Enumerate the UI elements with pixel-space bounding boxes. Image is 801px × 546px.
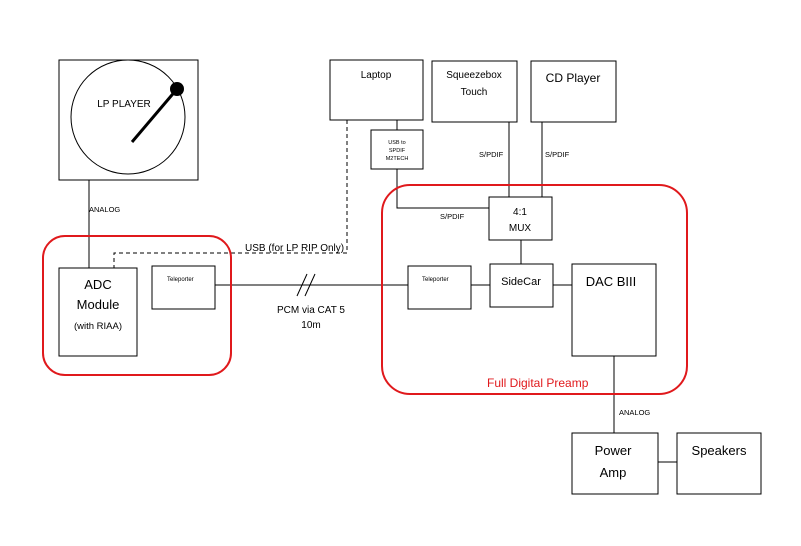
turntable-platter [70, 59, 186, 175]
mux-label-line1: 4:1 [513, 207, 527, 218]
spdif-cd-label: S/PDIF [545, 150, 570, 159]
sidecar-label: SideCar [501, 276, 541, 288]
cd-player-box: CD Player [530, 60, 617, 123]
converter-label-line2: SPDIF [389, 148, 406, 154]
cable-break-mark-1 [296, 273, 308, 297]
speakers-label: Speakers [692, 443, 747, 458]
power-amp-label-line2: Amp [600, 465, 627, 480]
converter-label-line3: M2TECH [386, 156, 409, 162]
analog-dac-label: ANALOG [619, 408, 650, 417]
lp-player-label: LP PLAYER [97, 99, 151, 110]
converter-to-mux-wire [396, 169, 489, 209]
adc-label-line1: ADC [84, 277, 111, 292]
sidecar-box: SideCar [489, 263, 554, 308]
usb-rip-label: USB (for LP RIP Only) [245, 243, 344, 254]
full-digital-preamp-label: Full Digital Preamp [487, 376, 589, 390]
power-amp-label-line1: Power [595, 443, 633, 458]
teleporter-right-label: Teleporter [422, 277, 449, 283]
adc-module-box: ADC Module (with RIAA) [58, 267, 138, 357]
teleporter-left-box: Teleporter [151, 265, 216, 310]
laptop-label: Laptop [361, 70, 392, 81]
spdif-laptop-label: S/PDIF [440, 212, 465, 221]
spdif-squeezebox-label: S/PDIF [479, 150, 504, 159]
usb-spdif-converter-box: USB to SPDIF M2TECH [370, 129, 424, 170]
tonearm-pivot [170, 82, 184, 96]
pcm-length-label: 10m [301, 320, 320, 331]
mux-box: 4:1 MUX [488, 196, 553, 241]
adc-group-outline [42, 235, 232, 376]
cd-player-label: CD Player [546, 71, 601, 85]
adc-label-line3: (with RIAA) [74, 321, 122, 332]
usb-rip-dashed-wire [113, 120, 348, 268]
teleporter-right-box: Teleporter [407, 265, 472, 310]
speakers-box: Speakers [676, 432, 762, 495]
laptop-box: Laptop [329, 59, 424, 121]
squeezebox-label-line2: Touch [461, 87, 488, 98]
tonearm [130, 88, 179, 143]
squeezebox-box: Squeezebox Touch [431, 60, 518, 123]
dac-box: DAC BIII [571, 263, 657, 357]
analog-lp-label: ANALOG [89, 205, 120, 214]
digital-preamp-group-outline [381, 184, 688, 395]
dac-label: DAC BIII [586, 274, 637, 289]
lp-player-box: LP PLAYER [58, 59, 199, 181]
squeezebox-label-line1: Squeezebox [446, 70, 502, 81]
teleporter-left-label: Teleporter [167, 277, 194, 283]
power-amp-box: Power Amp [571, 432, 659, 495]
cable-break-mark-2 [304, 273, 316, 297]
converter-label-line1: USB to [388, 140, 405, 146]
adc-label-line2: Module [77, 297, 120, 312]
pcm-via-label: PCM via CAT 5 [277, 305, 345, 316]
mux-label-line2: MUX [509, 223, 532, 234]
